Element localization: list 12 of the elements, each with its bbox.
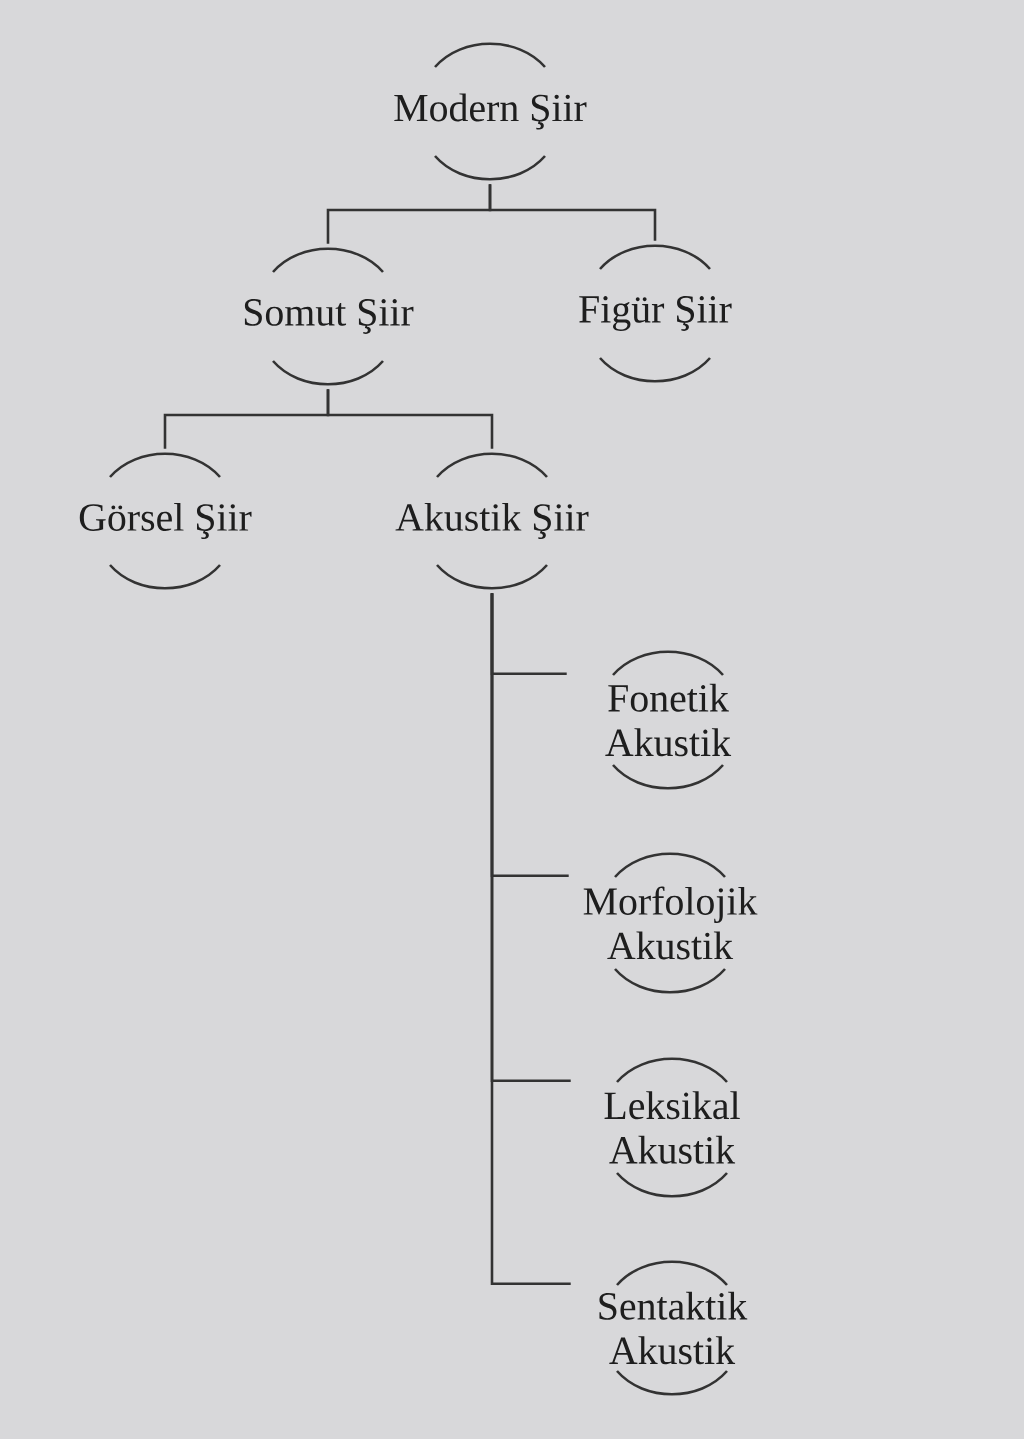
bracketed-label: Modern Şiir bbox=[394, 42, 587, 181]
connector-line bbox=[326, 389, 494, 449]
bracketed-label: Sentaktik Akustik bbox=[599, 1260, 748, 1396]
connector-line bbox=[488, 184, 657, 241]
bracketed-label: Leksikal Akustik bbox=[604, 1057, 740, 1198]
bracketed-label: Fonetik Akustik bbox=[605, 650, 732, 790]
bracketed-label: Morfolojik Akustik bbox=[583, 852, 758, 994]
bracketed-label: Görsel Şiir bbox=[79, 452, 252, 590]
bracketed-label: Akustik Şiir bbox=[395, 452, 589, 590]
bracketed-label: Figür Şiir bbox=[579, 244, 732, 383]
bracketed-label: Somut Şiir bbox=[244, 247, 414, 386]
connector-line bbox=[490, 593, 571, 1285]
